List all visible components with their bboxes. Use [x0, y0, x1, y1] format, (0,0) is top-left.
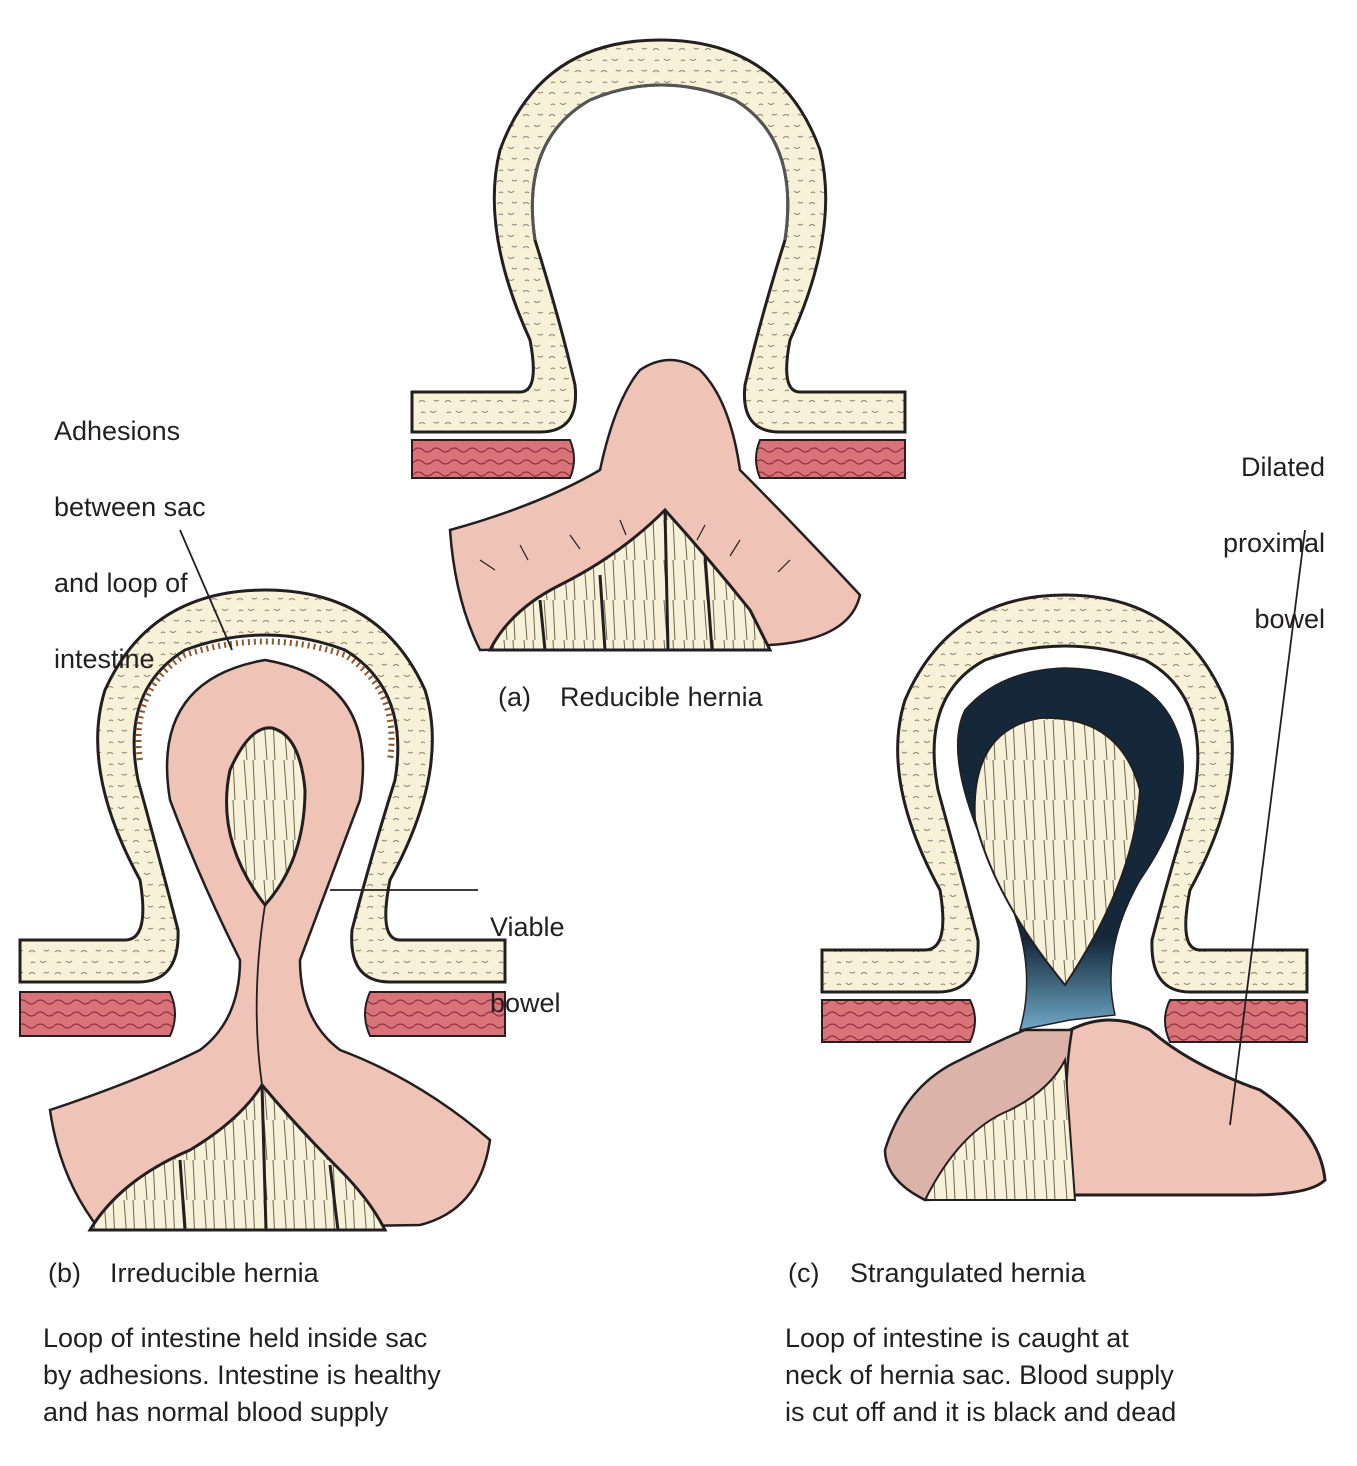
panel-b-description: Loop of intestine held inside sac by adh… [43, 1320, 441, 1431]
panel-a-caption: (a) Reducible hernia [498, 678, 763, 716]
panel-b-mesentery-lobe [225, 726, 307, 908]
panel-c-mesentery [923, 1056, 1077, 1201]
dilated-label: Dilated proximal bowel [1223, 410, 1325, 638]
panel-b-drawing [18, 588, 507, 1232]
adhesions-label-line: and loop of [54, 568, 188, 598]
panel-c-description: Loop of intestine is caught at neck of h… [785, 1320, 1176, 1431]
panel-a-tag: (a) [498, 682, 531, 712]
adhesions-label: Adhesions between sac and loop of intest… [54, 374, 206, 678]
panel-c-muscle-right [1164, 999, 1308, 1043]
dilated-pointer [1229, 529, 1306, 1126]
adhesions-label-line: between sac [54, 492, 206, 522]
panel-b-muscle-right [364, 991, 506, 1037]
panel-c-hernia-sac [820, 593, 1309, 994]
dilated-label-line: bowel [1254, 604, 1325, 634]
adhesions-label-line: Adhesions [54, 416, 181, 446]
dilated-label-line: Dilated [1240, 452, 1325, 482]
panel-a-drawing [410, 38, 907, 652]
panel-c-title: Strangulated hernia [850, 1258, 1086, 1288]
panel-a-muscle-right [755, 439, 906, 479]
adhesions-label-line: intestine [54, 644, 155, 674]
viable-label-line: bowel [490, 988, 561, 1018]
panel-b-bowel [48, 658, 492, 1232]
panel-c-muscle-left [821, 999, 976, 1043]
panel-b-description-line: Loop of intestine held inside sac [43, 1323, 428, 1353]
panel-a-title: Reducible hernia [560, 682, 763, 712]
panel-b-muscle-left [19, 991, 176, 1037]
panel-c-description-line: is cut off and it is black and dead [785, 1397, 1177, 1427]
panel-b-description-line: by adhesions. Intestine is healthy [43, 1360, 441, 1390]
panel-b-description-line: and has normal blood supply [43, 1397, 389, 1427]
panel-c-caption: (c) Strangulated hernia [788, 1254, 1086, 1292]
panel-c-description-line: Loop of intestine is caught at [785, 1323, 1129, 1353]
panel-b-title: Irreducible hernia [110, 1258, 319, 1288]
panel-a-muscle-left [411, 439, 575, 479]
panel-c-drawing [820, 529, 1327, 1202]
panel-b-tag: (b) [48, 1258, 81, 1288]
adhesions-pointer [179, 529, 233, 651]
panel-c-description-line: neck of hernia sac. Blood supply [785, 1360, 1174, 1390]
viable-label: Viable bowel [490, 870, 565, 1022]
dilated-label-line: proximal [1222, 528, 1325, 558]
viable-label-line: Viable [490, 912, 565, 942]
panel-b-caption: (b) Irreducible hernia [48, 1254, 319, 1292]
panel-b-hernia-sac [18, 588, 507, 984]
panel-a-bowel [448, 358, 862, 652]
panel-c-dilated-bowel [1063, 1018, 1327, 1197]
panel-c-mesentery-lobe [973, 716, 1142, 987]
panel-c-tag: (c) [788, 1258, 820, 1288]
